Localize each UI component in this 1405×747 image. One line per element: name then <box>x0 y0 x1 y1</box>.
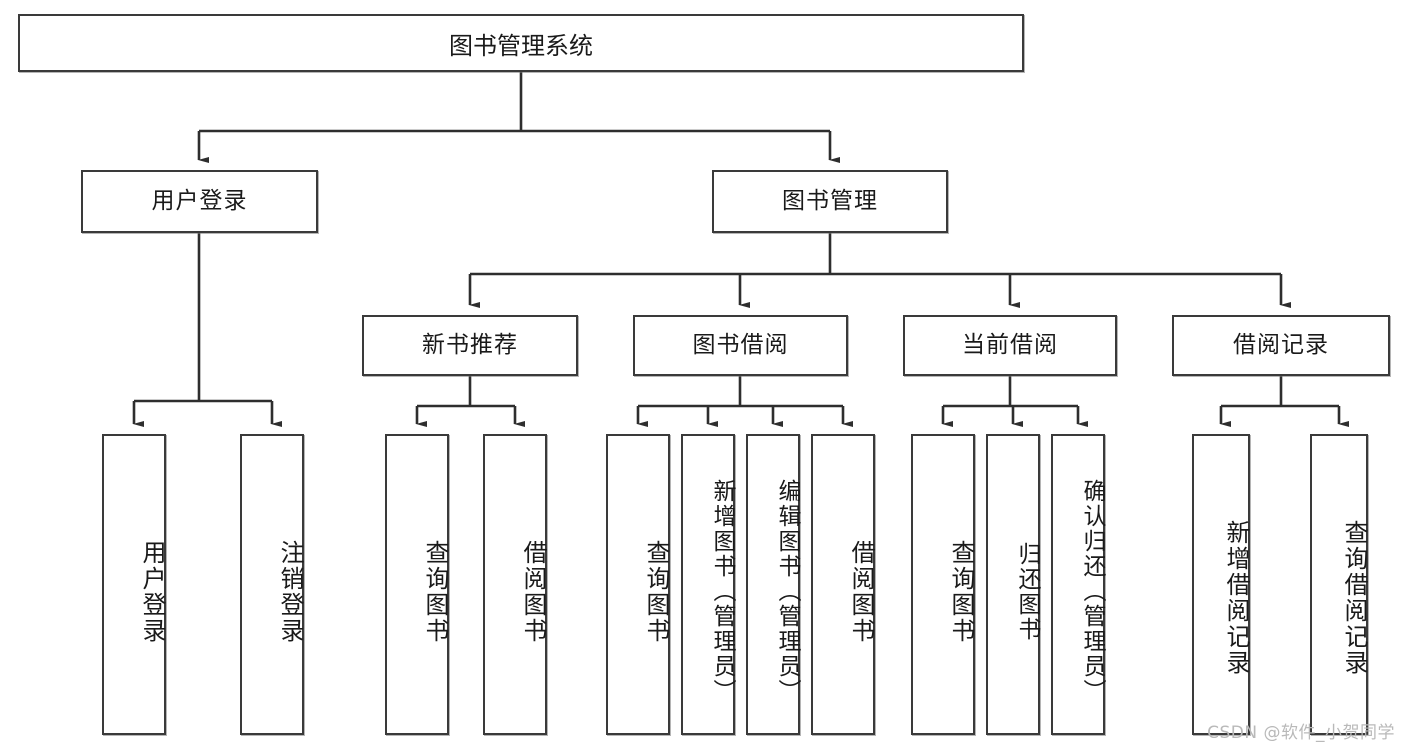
leaf-confirm-return-admin[interactable]: 确认归还（管理员） <box>1051 434 1105 735</box>
leaf-query-book-current[interactable]: 查询图书 <box>911 434 975 735</box>
leaf-query-book-recommend[interactable]: 查询图书 <box>385 434 449 735</box>
leaf-query-book-borrow[interactable]: 查询图书 <box>606 434 670 735</box>
leaf-borrow-book-recommend[interactable]: 借阅图书 <box>483 434 547 735</box>
node-book-manage[interactable]: 图书管理 <box>712 170 948 233</box>
leaf-query-borrow-record[interactable]: 查询借阅记录 <box>1310 434 1368 735</box>
leaf-borrow-book-borrow[interactable]: 借阅图书 <box>811 434 875 735</box>
edges-bookborrow-to-leaves <box>636 376 853 427</box>
edges-userlogin-to-leaves <box>132 233 282 427</box>
node-root-system[interactable]: 图书管理系统 <box>18 14 1024 72</box>
node-borrow-record[interactable]: 借阅记录 <box>1172 315 1390 376</box>
edges-bookmanage-to-level3 <box>468 233 1291 308</box>
node-user-login[interactable]: 用户登录 <box>81 170 318 233</box>
node-book-borrow[interactable]: 图书借阅 <box>633 315 848 376</box>
leaf-logout-login[interactable]: 注销登录 <box>240 434 304 735</box>
node-new-book-recommend[interactable]: 新书推荐 <box>362 315 578 376</box>
leaf-edit-book-admin[interactable]: 编辑图书（管理员） <box>746 434 800 735</box>
leaf-return-book[interactable]: 归还图书 <box>986 434 1040 735</box>
edges-borrowrecord-to-leaves <box>1219 376 1349 427</box>
edges-currentborrow-to-leaves <box>941 376 1088 427</box>
leaf-add-borrow-record[interactable]: 新增借阅记录 <box>1192 434 1250 735</box>
leaf-user-login[interactable]: 用户登录 <box>102 434 166 735</box>
leaf-add-book-admin[interactable]: 新增图书（管理员） <box>681 434 735 735</box>
csdn-watermark: CSDN @软件_小贺同学 <box>1207 723 1395 743</box>
edges-root-to-level2 <box>197 72 840 163</box>
node-current-borrow[interactable]: 当前借阅 <box>903 315 1117 376</box>
edges-newbook-to-leaves <box>415 376 525 427</box>
